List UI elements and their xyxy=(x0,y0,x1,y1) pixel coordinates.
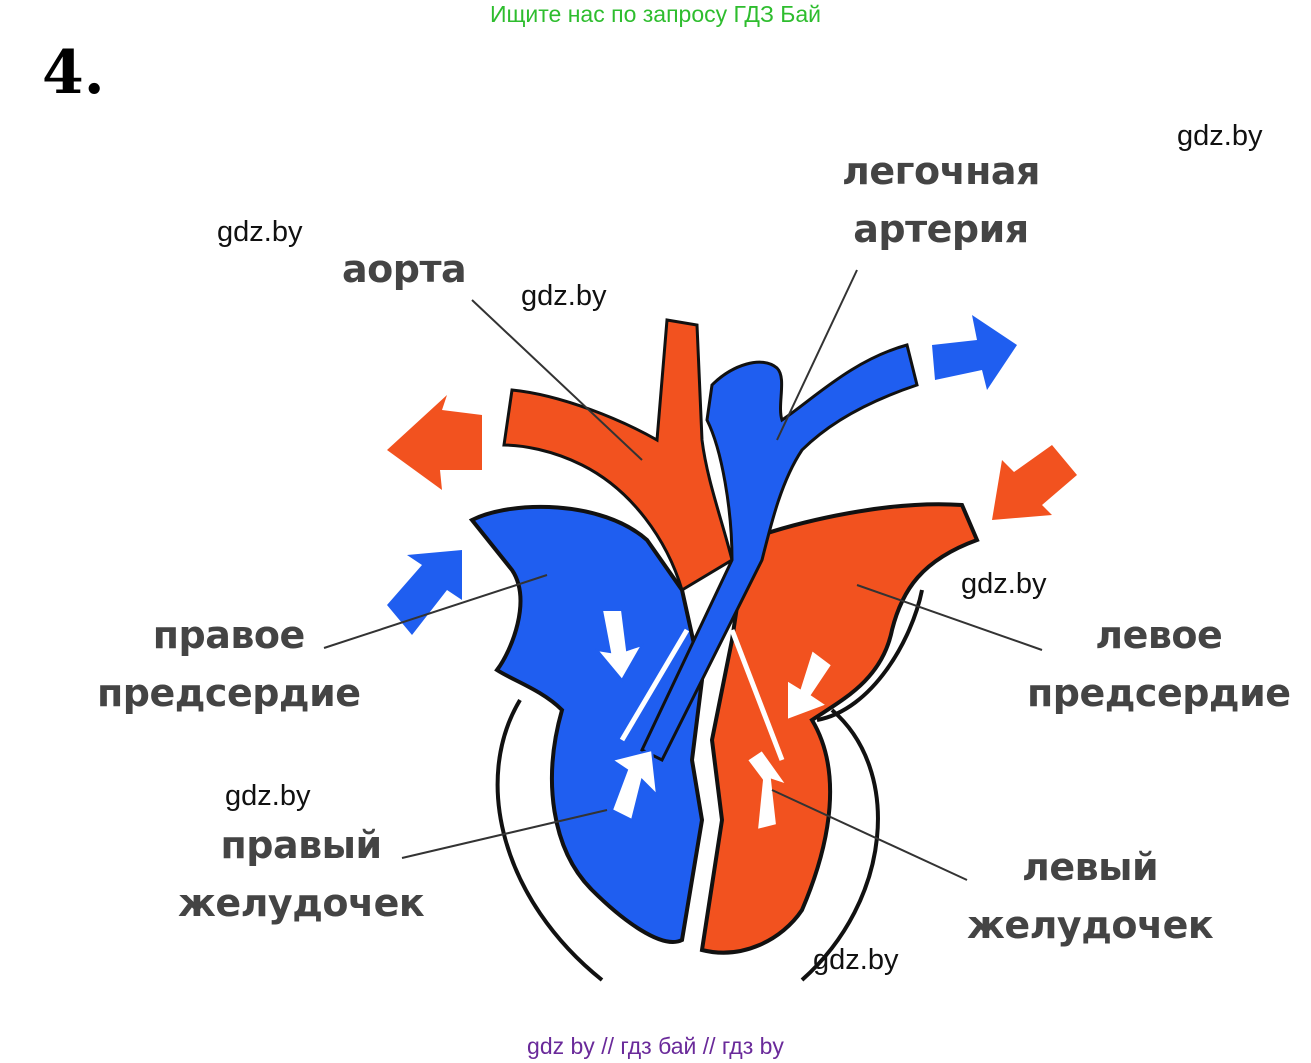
aorta-leader xyxy=(471,299,643,461)
label-pulmonary-artery-line1: легочная xyxy=(842,149,1040,193)
watermark: gdz.by xyxy=(961,568,1047,600)
heart-illustration xyxy=(323,269,1077,982)
pulmonary-artery-leader xyxy=(776,269,858,441)
pulmonary-artery-vessel xyxy=(640,343,919,763)
left-atrium-leader xyxy=(856,584,1043,651)
watermark: gdz.by xyxy=(217,216,303,248)
watermark: gdz.by xyxy=(813,944,899,976)
label-left-ventricle-line2: желудочек xyxy=(967,903,1214,947)
right-ventricle-inner-arrow xyxy=(609,748,659,822)
label-right-atrium-line1: правое xyxy=(152,613,306,657)
top-banner: Ищите нас по запросу ГДЗ Бай xyxy=(489,1,822,27)
label-left-atrium: левое предсердие xyxy=(1027,606,1291,722)
valve-line xyxy=(619,628,690,742)
label-aorta-text: аорта xyxy=(342,247,467,291)
left-heart-chambers xyxy=(699,502,980,955)
left-ventricle-inner-arrow xyxy=(745,748,790,832)
label-aorta: аорта xyxy=(342,240,467,298)
label-pulmonary-artery: легочная артерия xyxy=(842,142,1040,258)
task-number: 4. xyxy=(42,38,105,108)
aorta-outflow-arrow xyxy=(387,395,482,490)
right-heart-chambers xyxy=(468,504,705,944)
watermark: gdz.by xyxy=(225,780,311,812)
label-right-ventricle-line2: желудочек xyxy=(178,881,425,925)
valve-line xyxy=(729,629,785,761)
vena-cava-inflow-arrow xyxy=(387,550,462,635)
heart-diagram: аорта легочная артерия правое предсердие… xyxy=(42,120,1292,992)
label-left-atrium-line1: левое xyxy=(1095,613,1223,657)
watermark: gdz.by xyxy=(521,280,607,312)
label-pulmonary-artery-line2: артерия xyxy=(853,207,1029,251)
left-atrium-inner-arrow xyxy=(786,648,834,722)
label-right-atrium-line2: предсердие xyxy=(97,671,361,715)
heart-outline-right xyxy=(816,589,924,722)
label-right-ventricle-line1: правый xyxy=(220,823,383,867)
watermark: gdz.by xyxy=(1177,120,1263,152)
label-right-ventricle: правый желудочек xyxy=(178,816,425,932)
label-left-ventricle: левый желудочек xyxy=(967,838,1214,954)
aorta-vessel xyxy=(502,318,734,593)
pulmonary-outflow-arrow xyxy=(932,315,1017,390)
label-left-ventricle-line1: левый xyxy=(1022,845,1159,889)
right-ventricle-leader xyxy=(401,809,608,859)
right-atrium-inner-arrow xyxy=(594,609,645,682)
footer-links: gdz by // гдз бай // гдз by xyxy=(527,1033,784,1059)
label-right-atrium: правое предсердие xyxy=(97,606,361,722)
left-ventricle-leader xyxy=(771,789,968,881)
right-atrium-leader xyxy=(323,574,548,649)
pulmonary-vein-inflow-arrow xyxy=(992,445,1077,520)
label-left-atrium-line2: предсердие xyxy=(1027,671,1291,715)
